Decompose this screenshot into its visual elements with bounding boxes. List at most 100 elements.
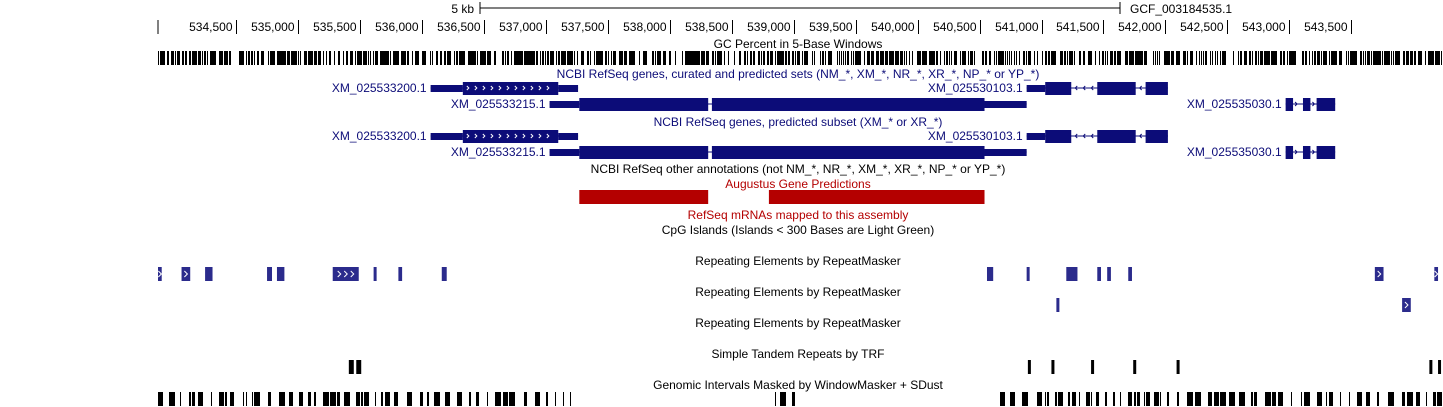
repeat-element[interactable] <box>373 267 377 281</box>
masked-interval[interactable] <box>1096 392 1099 406</box>
windowmasker-track-title[interactable]: Genomic Intervals Masked by WindowMasker… <box>653 378 943 392</box>
masked-interval[interactable] <box>1072 392 1076 406</box>
masked-interval[interactable] <box>775 392 776 406</box>
masked-interval[interactable] <box>487 392 488 406</box>
gene-model[interactable]: XM_025535030.1 <box>1187 145 1336 159</box>
refseq-predicted-track[interactable]: XM_025533200.1XM_025533215.1 XM_025530103… <box>332 129 1336 159</box>
masked-interval[interactable] <box>780 392 786 406</box>
masked-interval[interactable] <box>289 392 293 406</box>
masked-interval[interactable] <box>495 392 501 406</box>
masked-interval[interactable] <box>198 392 203 406</box>
masked-interval[interactable] <box>314 392 316 406</box>
augustus-prediction-block[interactable] <box>768 190 985 204</box>
masked-interval[interactable] <box>1326 392 1327 406</box>
gene-model[interactable]: XM_025533215.1 <box>451 97 1027 111</box>
masked-interval[interactable] <box>158 392 163 406</box>
gc-percent-track[interactable] <box>158 51 1442 65</box>
tandem-repeat[interactable] <box>1176 360 1180 374</box>
augustus-track[interactable] <box>579 190 985 204</box>
masked-interval[interactable] <box>476 392 479 406</box>
masked-interval[interactable] <box>445 392 450 406</box>
repeat-element[interactable] <box>1128 267 1132 281</box>
masked-interval[interactable] <box>509 392 515 406</box>
repeatmasker-track-title-1[interactable]: Repeating Elements by RepeatMasker <box>695 254 900 268</box>
masked-interval[interactable] <box>1251 392 1253 406</box>
masked-interval[interactable] <box>1105 392 1107 406</box>
masked-interval[interactable] <box>1377 392 1379 406</box>
masked-interval[interactable] <box>1214 392 1219 406</box>
gene-label[interactable]: XM_025535030.1 <box>1187 145 1282 159</box>
masked-interval[interactable] <box>1160 392 1161 406</box>
repeatmasker-track-title-2[interactable]: Repeating Elements by RepeatMasker <box>695 285 900 299</box>
masked-interval[interactable] <box>344 392 350 406</box>
tandem-repeat[interactable] <box>1438 360 1442 374</box>
masked-interval[interactable] <box>1187 392 1193 406</box>
repeat-element[interactable] <box>332 267 359 281</box>
repeat-element[interactable] <box>441 267 447 281</box>
masked-interval[interactable] <box>1177 392 1179 406</box>
gene-label[interactable]: XM_025530103.1 <box>928 129 1023 143</box>
tandem-repeat[interactable] <box>1027 360 1031 374</box>
gene-model[interactable]: XM_025535030.1 <box>1187 97 1336 111</box>
tandem-repeat[interactable] <box>348 360 354 374</box>
gene-model[interactable]: XM_025533200.1 <box>332 81 579 95</box>
masked-interval[interactable] <box>385 392 390 406</box>
masked-interval[interactable] <box>323 392 329 406</box>
repeat-element[interactable] <box>1402 298 1411 312</box>
tandem-repeat[interactable] <box>1429 360 1433 374</box>
refseq-other-track-title[interactable]: NCBI RefSeq other annotations (not NM_*,… <box>591 162 1006 176</box>
repeat-element[interactable] <box>1107 267 1111 281</box>
repeat-element[interactable] <box>1056 298 1060 312</box>
windowmasker-track[interactable] <box>158 392 1442 406</box>
masked-interval[interactable] <box>1167 392 1169 406</box>
masked-interval[interactable] <box>1265 392 1271 406</box>
repeat-element[interactable] <box>1026 267 1030 281</box>
masked-interval[interactable] <box>1022 392 1028 406</box>
masked-interval[interactable] <box>192 392 195 406</box>
masked-interval[interactable] <box>1340 392 1341 406</box>
masked-interval[interactable] <box>1229 392 1235 406</box>
refseq-predicted-track-title[interactable]: NCBI RefSeq genes, predicted subset (XM_… <box>654 115 943 129</box>
masked-interval[interactable] <box>1317 392 1322 406</box>
tandem-repeat[interactable] <box>356 360 362 374</box>
masked-interval[interactable] <box>1254 392 1257 406</box>
masked-interval[interactable] <box>356 392 360 406</box>
masked-interval[interactable] <box>1120 392 1121 406</box>
gene-model[interactable]: XM_025533200.1 <box>332 129 579 143</box>
masked-interval[interactable] <box>1437 392 1442 406</box>
masked-interval[interactable] <box>308 392 311 406</box>
masked-interval[interactable] <box>1045 392 1046 406</box>
masked-interval[interactable] <box>211 392 212 406</box>
masked-interval[interactable] <box>230 392 234 406</box>
masked-interval[interactable] <box>1055 392 1057 406</box>
repeat-element[interactable] <box>205 267 213 281</box>
masked-interval[interactable] <box>1402 392 1405 406</box>
tandem-repeat[interactable] <box>1133 360 1137 374</box>
masked-interval[interactable] <box>1195 392 1201 406</box>
repeat-element[interactable] <box>986 267 994 281</box>
masked-interval[interactable] <box>1068 392 1070 406</box>
gene-label[interactable]: XM_025533200.1 <box>332 129 427 143</box>
refseq-mrna-track-title[interactable]: RefSeq mRNAs mapped to this assembly <box>688 208 909 222</box>
masked-interval[interactable] <box>1388 392 1394 406</box>
masked-interval[interactable] <box>1304 392 1310 406</box>
masked-interval[interactable] <box>1291 392 1292 406</box>
repeatmasker-track-title-3[interactable]: Repeating Elements by RepeatMasker <box>695 316 900 330</box>
masked-interval[interactable] <box>1407 392 1413 406</box>
masked-interval[interactable] <box>1137 392 1140 406</box>
gene-label[interactable]: XM_025530103.1 <box>928 81 1023 95</box>
gene-label[interactable]: XM_025533215.1 <box>451 145 546 159</box>
masked-interval[interactable] <box>268 392 271 406</box>
masked-interval[interactable] <box>1357 392 1362 406</box>
repeatmasker-track-2[interactable] <box>1056 298 1411 312</box>
repeat-element[interactable] <box>158 267 162 281</box>
masked-interval[interactable] <box>189 392 191 406</box>
masked-interval[interactable] <box>1301 392 1302 406</box>
repeat-element[interactable] <box>398 267 403 281</box>
masked-interval[interactable] <box>555 392 556 406</box>
masked-interval[interactable] <box>243 392 244 406</box>
masked-interval[interactable] <box>180 392 181 406</box>
trf-track-title[interactable]: Simple Tandem Repeats by TRF <box>712 347 885 361</box>
